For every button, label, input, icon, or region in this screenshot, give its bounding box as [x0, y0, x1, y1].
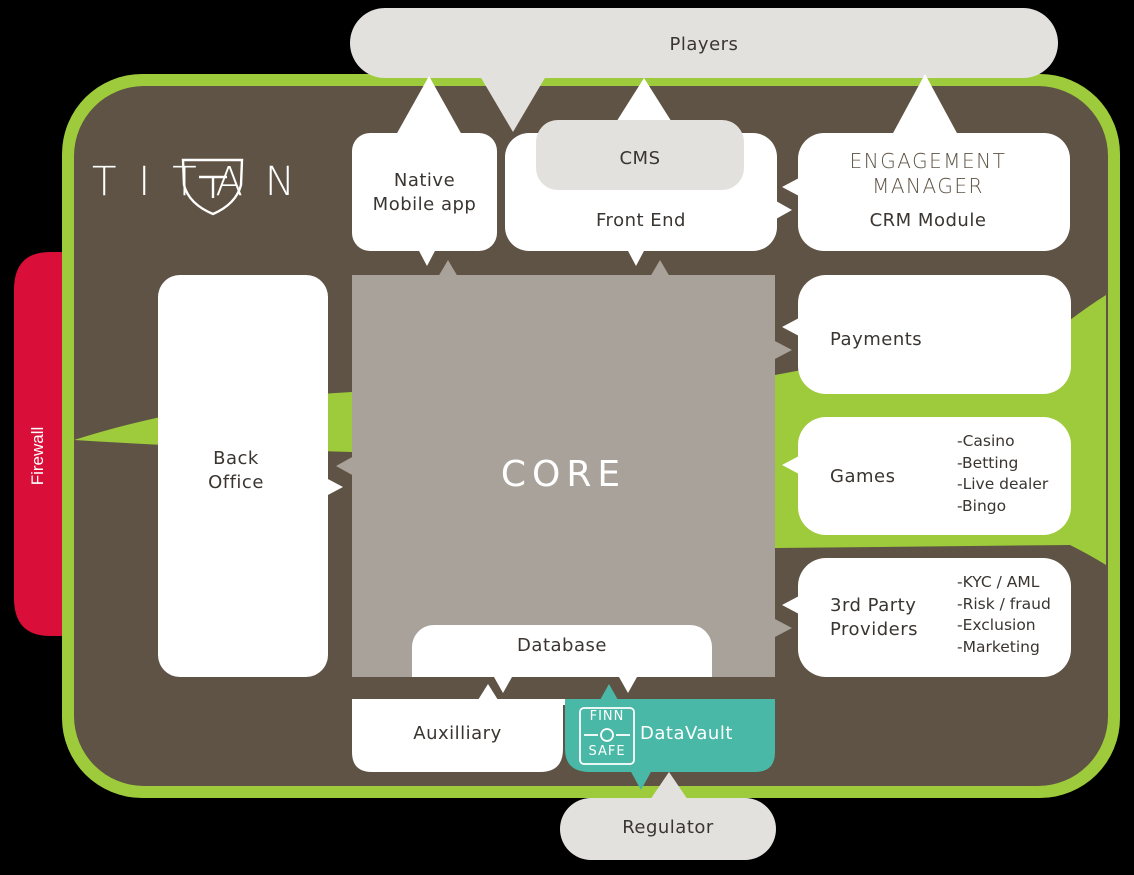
titan-shield-logo-icon	[181, 158, 244, 216]
core-right-arrow-providers	[773, 618, 792, 638]
cms-label: CMS	[619, 148, 661, 169]
payments-label: Payments	[830, 329, 923, 350]
core-label: CORE	[500, 454, 627, 495]
core-up-arrow-left	[438, 260, 458, 277]
titan-logo-text: TITAN	[92, 159, 322, 205]
third-party-box	[798, 558, 1071, 677]
mobile-up-arrow	[396, 76, 462, 135]
native-mobile-box	[352, 133, 497, 251]
third-party-label: 3rd Party Providers	[830, 595, 918, 640]
vault-up-arrow	[600, 684, 618, 700]
native-mobile-label: Native Mobile app	[372, 170, 477, 215]
list-item: -Betting	[957, 453, 1019, 472]
players-bubble	[350, 8, 1058, 78]
third-party-list: -KYC / AML -Risk / fraud -Exclusion -Mar…	[957, 572, 1051, 658]
front-end-label: Front End	[596, 210, 686, 231]
back-office-box	[158, 275, 328, 677]
cms-box	[536, 120, 744, 190]
firewall-label: Firewall	[28, 426, 47, 486]
db-down-arrow-vault	[619, 677, 637, 693]
list-item: -Casino	[957, 432, 1015, 450]
datavault-box	[565, 699, 775, 772]
providers-left-arrow	[782, 596, 799, 614]
core-left-arrow	[336, 456, 354, 476]
crm-module-label: CRM Module	[869, 210, 987, 231]
engagement-manager-label: ENGAGEMENT MANAGER	[849, 149, 1007, 198]
aux-up-arrow	[478, 684, 498, 700]
games-list: -Casino -Betting -Live dealer -Bingo	[957, 431, 1048, 517]
back-office-label: Back Office	[208, 448, 264, 493]
engagement-left-arrow	[782, 178, 799, 196]
frontend-down-arrow	[627, 249, 645, 266]
database-label: Database	[517, 635, 607, 656]
finn-safe-logo-icon	[579, 707, 635, 765]
engagement-up-arrow	[892, 74, 958, 135]
finn-safe-top: FINN	[589, 709, 625, 724]
engagement-box	[798, 133, 1070, 251]
list-item: -Risk / fraud	[957, 594, 1051, 613]
players-label: Players	[669, 34, 739, 55]
backoffice-right-arrow	[326, 478, 343, 496]
mobile-down-arrow	[418, 249, 436, 266]
finn-safe-bottom: SAFE	[588, 744, 626, 759]
titan-logo-letters: TITAN	[92, 159, 317, 205]
payments-box	[798, 275, 1071, 394]
vault-down-arrow	[630, 770, 652, 790]
db-down-arrow-aux	[494, 677, 512, 693]
datavault-label: DataVault	[640, 723, 733, 744]
list-item: -Exclusion	[957, 616, 1036, 634]
list-item: -KYC / AML	[957, 573, 1040, 591]
firewall-bar	[14, 252, 62, 636]
payments-left-arrow	[782, 318, 799, 336]
core-right-arrow-payments	[773, 340, 792, 360]
players-pointer	[480, 76, 546, 132]
regulator-pointer	[650, 772, 688, 800]
core-up-arrow-mid	[650, 260, 670, 277]
games-label: Games	[830, 466, 896, 487]
games-box	[798, 417, 1071, 535]
auxiliary-label: Auxilliary	[413, 723, 502, 744]
regulator-label: Regulator	[622, 817, 714, 838]
frontend-right-arrow	[776, 201, 792, 219]
list-item: -Marketing	[957, 637, 1040, 656]
list-item: -Live dealer	[957, 475, 1049, 493]
games-left-arrow	[782, 456, 799, 474]
core-box	[352, 275, 775, 677]
regulator-bubble	[560, 798, 776, 860]
list-item: -Bingo	[957, 496, 1007, 515]
auxiliary-box	[352, 699, 563, 772]
database-bottom-mask	[400, 677, 730, 699]
